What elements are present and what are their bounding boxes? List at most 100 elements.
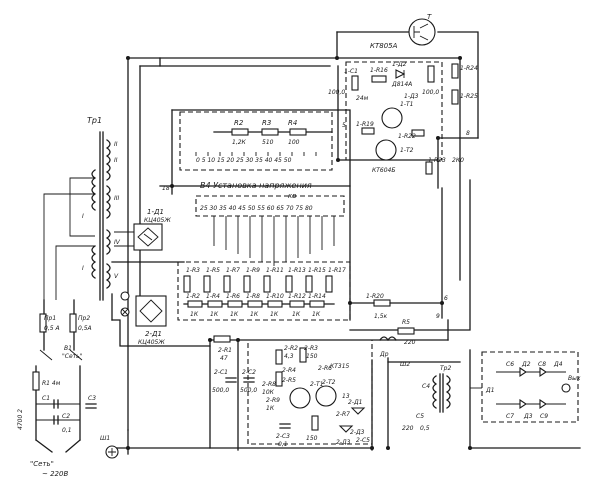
cap-2c5-label: 2-С5 — [356, 437, 370, 444]
resistor-1r19-label: 1-R19 — [356, 121, 374, 128]
divider-top-label: 1-R15 — [308, 267, 326, 274]
voltage-scale-top: 0 5 10 15 20 25 30 35 40 45 50 — [196, 157, 292, 164]
diode-d3-label: Д3 — [523, 413, 533, 420]
diode-d4-label: Д4 — [553, 361, 563, 368]
cap-2c2-value: 500,0 — [240, 387, 257, 394]
input-section: Пр1 0,5 А Пр2 0,5А В1 "Сеть" R1 4м С1 С2… — [17, 299, 119, 478]
transistor-t-type: КТ805А — [370, 42, 398, 50]
resistor-r1-label: R1 4м — [42, 380, 61, 387]
resistor-1r24-label: 1-R24 — [460, 65, 478, 72]
transistor-drv-type: КТ604Б — [372, 167, 396, 174]
diode-d2-label: Д2 — [521, 361, 531, 368]
fuse-pr1-value: 0,5 А — [44, 325, 60, 332]
switch-v1-caption: "Сеть" — [62, 353, 83, 360]
divider-array: 1-R3 1-R5 1-R7 1-R9 1-R11 1-R13 1-R15 1-… — [177, 261, 448, 321]
transistor-2t1-label: 2-Т1 — [310, 381, 323, 388]
rectifier-1d1-type: КЦ405Ж — [144, 217, 171, 224]
tr1-winding-label: IV — [114, 239, 121, 246]
resistor-2r6-label: 2-R6 — [318, 365, 332, 372]
node-8-label: 8 — [466, 130, 470, 137]
divider-bottom-label: 1-R8 — [246, 293, 260, 300]
resistor-2r4-label: 2-R4 — [282, 367, 296, 374]
divider-top-label: 1-R9 — [246, 267, 260, 274]
cap-big-label: 4700 2 — [17, 409, 24, 430]
output-section: R5 220 Др Ш2 С4 220 С5 0,5 Тр2 С6 Д2 С8 … — [379, 319, 581, 432]
resistor-1r20-label: 1-R20 — [366, 293, 384, 300]
node-18-label: 18 — [162, 185, 170, 192]
resistor-2r5-label: 2-R5 — [282, 377, 296, 384]
tr1-winding-label: III — [114, 195, 120, 202]
divider-bottom-label: 1-R14 — [308, 293, 326, 300]
resistor-2r8-value: 10К — [262, 389, 275, 396]
cap-c3-label: С3 — [88, 395, 96, 402]
tr1-winding-label: II — [114, 141, 118, 148]
divider-bottom-value: 1К — [312, 311, 321, 318]
resistor-2r9-label: 2-R9 — [266, 397, 280, 404]
resistor-r3-value: 510 — [262, 139, 274, 146]
resistor-1r20-value: 1,5к — [374, 313, 388, 320]
resistor-r2-label: R2 — [234, 119, 244, 127]
resistor-1r23-value: 2К0 — [452, 157, 464, 164]
resistor-1r23-label: 1-R23 — [428, 157, 446, 164]
divider-bottom-label: 1-R4 — [206, 293, 220, 300]
cap-2c1-value: 500,0 — [212, 387, 229, 394]
connector-sh1-label: Ш1 — [100, 435, 110, 442]
divider-top-label: 1-R5 — [206, 267, 220, 274]
mains-label: "Сеть" — [30, 460, 54, 468]
divider-bottom-value: 1К — [230, 311, 239, 318]
diode-1d2-label: 1-Д2 — [392, 61, 407, 68]
switch-v1-label: В1 — [64, 345, 72, 352]
resistor-2r3-value: 150 — [306, 353, 318, 360]
rectifier-2d1-type: КЦ405Ж — [138, 339, 165, 346]
resistor-r5-value: 220 — [404, 339, 416, 346]
voltage-set-section: R2 R3 R4 1,2К 510 100 0 5 10 15 20 25 30… — [162, 111, 345, 266]
resistor-r4-label: R4 — [288, 119, 297, 127]
connector-sh2-label: Ш2 — [400, 361, 410, 368]
divider-top-label: 1-R11 — [266, 267, 284, 274]
rectifier-1d1: 1-Д1 КЦ405Ж — [114, 208, 171, 251]
resistor-2r1-value: 47 — [220, 355, 228, 362]
divider-top-label: 1-R13 — [288, 267, 306, 274]
cap-c4-value: 220 — [402, 425, 414, 432]
cap-1c1-label: 1-С1 — [344, 68, 358, 75]
cap-c5-value: 0,5 — [420, 425, 430, 432]
voltage-scale-bottom: 25 30 35 40 45 50 55 60 65 70 75 80 — [200, 205, 313, 212]
junction-dots — [126, 56, 472, 450]
choke-dr-label: Др — [379, 351, 389, 358]
resistor-2r7-label: 2-R7 — [336, 411, 350, 418]
cap-1c1-value: 100,0 — [328, 89, 345, 96]
node-5-label: 5 — [342, 122, 346, 129]
regulator-block: Т КТ805А 1-С1 100,0 100,0 1-R16 1-Д2 Д81… — [328, 13, 478, 175]
transformer-tr2-label: Тр2 — [440, 365, 451, 372]
transistor-type: КТ315 — [330, 363, 350, 370]
rectifier-1d1-label: 1-Д1 — [147, 208, 164, 216]
cap-c6-label: С6 — [506, 361, 514, 368]
fuse-pr2-value: 0,5А — [78, 325, 92, 332]
cap-c5-label: С5 — [416, 413, 424, 420]
resistor-1r16-label: 1-R16 — [370, 67, 388, 74]
voltage-set-title: В4 Установка напряжения — [200, 181, 312, 190]
node-6-label: 6 — [444, 295, 448, 302]
resistor-r5-label: R5 — [402, 319, 410, 326]
resistor-2r7-value: 150 — [306, 435, 318, 442]
node-13-label: 13 — [342, 393, 350, 400]
fuse-pr2-label: Пр2 — [78, 315, 90, 322]
resistor-2r1-label: 2-R1 — [218, 347, 232, 354]
resistor-1r25-label: 1-R25 — [460, 93, 478, 100]
resistor-2r3-label: 2-R3 — [304, 345, 318, 352]
cap-c1-label: С1 — [42, 395, 50, 402]
transformer-tr1: Тр1 II II III IV V I I — [43, 116, 121, 301]
transistor-t-label: Т — [427, 13, 432, 21]
divider-top-label: 1-R17 — [328, 267, 346, 274]
resistor-2r8-label: 2-R8 — [262, 381, 276, 388]
diode-2d3-label: 2-Д3 — [336, 439, 351, 446]
tr1-winding-label: II — [114, 157, 118, 164]
regulator-dv-label: 24м — [356, 95, 369, 102]
divider-bottom-value: 1К — [250, 311, 259, 318]
node-9-label: 9 — [436, 313, 440, 320]
divider-bottom-value: 1К — [270, 311, 279, 318]
rectifier-2d1: 2-Д1 КЦ405Ж — [120, 291, 167, 346]
divider-bottom-value: 1К — [210, 311, 219, 318]
diode-d1-label: Д1 — [485, 387, 495, 394]
tr1-winding-label: I — [82, 213, 84, 220]
